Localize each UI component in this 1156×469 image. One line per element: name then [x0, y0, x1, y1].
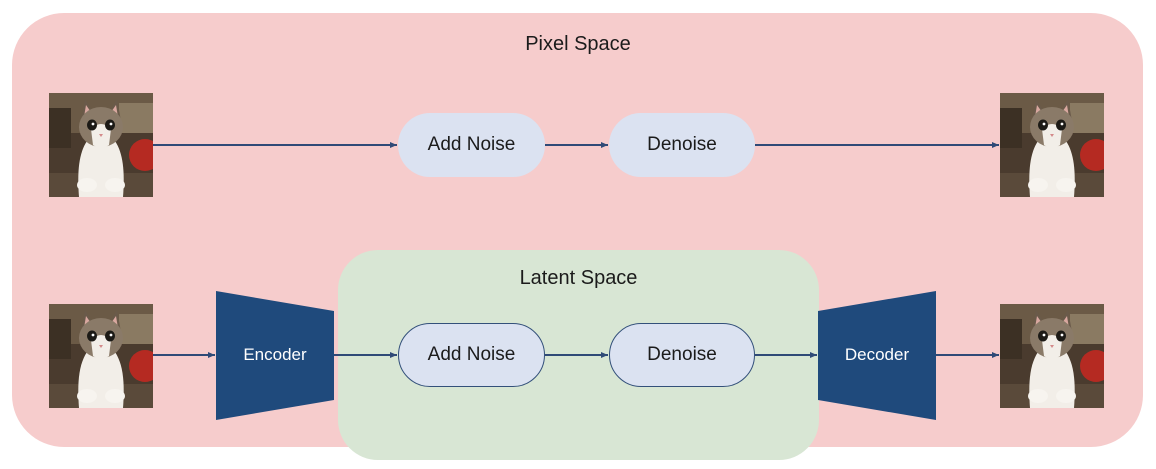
pixel-denoise-block: Denoise: [609, 113, 755, 177]
encoder-label: Encoder: [243, 345, 307, 364]
latent-space-title: Latent Space: [519, 267, 638, 289]
cat-photo-icon: [1000, 93, 1104, 197]
latent-add-noise-block: Add Noise: [398, 323, 545, 387]
output-cat-image-pixel: [1000, 93, 1104, 197]
cat-photo-icon: [49, 93, 153, 197]
pixel-add-noise-block: Add Noise: [398, 113, 545, 177]
cat-photo-icon: [1000, 304, 1104, 408]
pixel-space-title: Pixel Space: [525, 33, 631, 55]
output-cat-image-latent: [1000, 304, 1104, 408]
encoder-block: [216, 291, 334, 420]
cat-photo-icon: [49, 304, 153, 408]
input-cat-image-latent: [49, 304, 153, 408]
latent-denoise-block: Denoise: [609, 323, 755, 387]
decoder-block: [818, 291, 936, 420]
input-cat-image-pixel: [49, 93, 153, 197]
decoder-label: Decoder: [844, 345, 910, 364]
